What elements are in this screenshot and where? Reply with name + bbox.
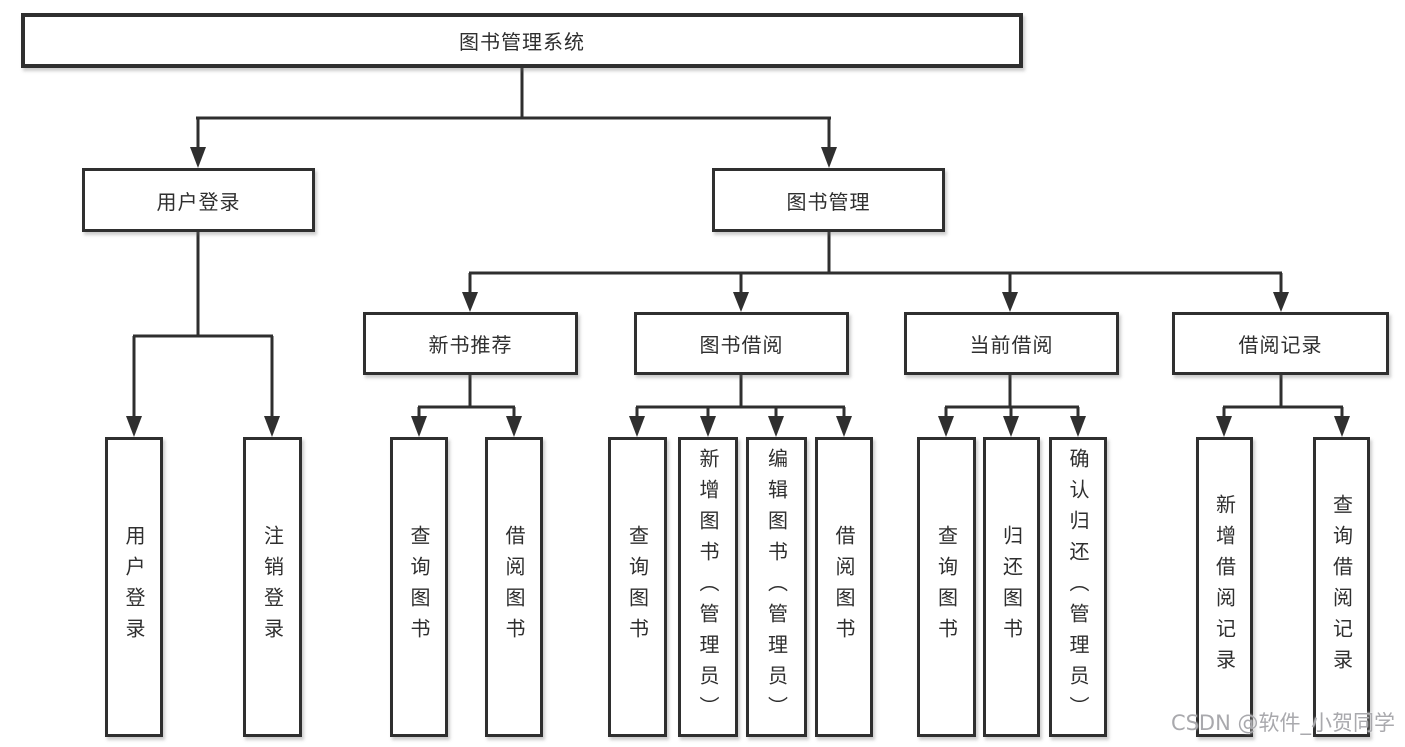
- leaf-confirm-return-admin: 确认归还（管理员）: [1049, 437, 1107, 737]
- node-label: 图书管理: [786, 189, 871, 214]
- leaf-logout: 注销登录: [243, 437, 302, 737]
- node-library-management-system: 图书管理系统: [21, 13, 1023, 68]
- connector-current-to-children: [938, 375, 1086, 437]
- leaf-label: 确认归还（管理员）: [1066, 447, 1090, 727]
- leaf-label: 查询借阅记录: [1329, 494, 1354, 680]
- leaf-return-books: 归还图书: [983, 437, 1040, 737]
- leaf-add-borrow-record: 新增借阅记录: [1196, 437, 1253, 737]
- connector-borrowing-to-children: [629, 375, 852, 437]
- leaf-label: 借阅图书: [502, 525, 526, 649]
- leaf-add-books-admin: 新增图书（管理员）: [678, 437, 738, 737]
- leaf-query-books-nb: 查询图书: [390, 437, 448, 737]
- node-label: 新书推荐: [428, 333, 513, 357]
- connector-root-to-level2: [190, 68, 837, 168]
- leaf-user-login: 用户登录: [105, 437, 163, 737]
- connector-user-login-to-children: [126, 232, 280, 437]
- leaf-label: 归还图书: [999, 525, 1024, 649]
- node-book-management: 图书管理: [712, 168, 945, 232]
- node-user-login: 用户登录: [82, 168, 315, 232]
- node-label: 用户登录: [156, 189, 241, 214]
- leaf-borrow-books-bb: 借阅图书: [815, 437, 873, 737]
- node-new-book-recommend: 新书推荐: [363, 312, 578, 375]
- connector-records-to-children: [1216, 375, 1350, 437]
- node-current-borrowing: 当前借阅: [904, 312, 1119, 375]
- leaf-label: 新增图书（管理员）: [696, 447, 720, 727]
- leaf-label: 查询图书: [625, 525, 650, 649]
- leaf-label: 查询图书: [934, 525, 959, 649]
- leaf-label: 新增借阅记录: [1212, 494, 1237, 680]
- leaf-query-books-cb: 查询图书: [917, 437, 976, 737]
- node-label: 当前借阅: [969, 333, 1054, 357]
- leaf-edit-books-admin: 编辑图书（管理员）: [746, 437, 807, 737]
- node-borrowing-records: 借阅记录: [1172, 312, 1389, 375]
- connector-new-books-to-children: [411, 375, 522, 437]
- leaf-query-borrow-record: 查询借阅记录: [1313, 437, 1370, 737]
- leaf-label: 注销登录: [260, 525, 285, 649]
- node-label: 借阅记录: [1238, 333, 1323, 357]
- leaf-label: 编辑图书（管理员）: [764, 447, 789, 727]
- leaf-label: 用户登录: [122, 525, 146, 649]
- node-book-borrowing: 图书借阅: [634, 312, 849, 375]
- leaf-label: 查询图书: [407, 525, 431, 649]
- node-label: 图书借阅: [699, 333, 784, 357]
- connector-book-mgmt-to-level3: [462, 232, 1289, 312]
- leaf-borrow-books-nb: 借阅图书: [485, 437, 543, 737]
- csdn-watermark: CSDN @软件_小贺同学: [1170, 711, 1395, 735]
- leaf-label: 借阅图书: [832, 525, 856, 649]
- leaf-query-books-bb: 查询图书: [608, 437, 667, 737]
- node-label: 图书管理系统: [459, 30, 585, 54]
